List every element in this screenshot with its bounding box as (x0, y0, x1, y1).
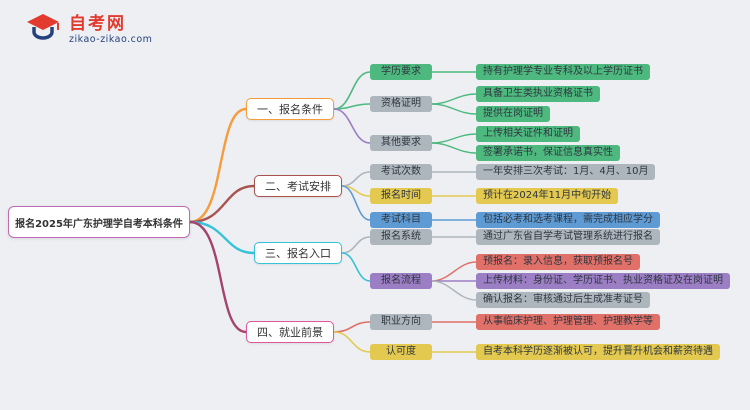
mindmap-leaf: 提供在岗证明 (476, 106, 550, 122)
branch-registration-conditions: 一、报名条件 (246, 98, 334, 120)
connector-line (341, 252, 371, 282)
mindmap-leaf: 预报名：录入信息，获取预报名号 (476, 254, 640, 270)
connector-line (431, 133, 477, 144)
connector-line (188, 220, 256, 255)
sub-registration-system: 报名系统 (370, 229, 432, 245)
site-logo: 自考网 zikao-zikao.com (24, 12, 152, 48)
connector-line (431, 261, 477, 282)
mindmap-leaf: 确认报名：审核通过后生成准考证号 (476, 292, 650, 308)
sub-exam-subjects: 考试科目 (370, 212, 432, 228)
sub-qualification-proof: 资格证明 (370, 96, 432, 112)
connector-line (341, 236, 371, 254)
sub-recognition: 认可度 (370, 344, 432, 360)
branch-career-prospects: 四、就业前景 (246, 321, 334, 343)
mindmap-leaf: 预计在2024年11月中旬开始 (476, 188, 619, 204)
mindmap-leaf: 上传相关证件和证明 (476, 126, 580, 142)
sub-registration-process: 报名流程 (370, 273, 432, 289)
book-shape (32, 27, 54, 40)
mindmap-leaf: 具备卫生类执业资格证书 (476, 86, 600, 102)
sub-education-requirement: 学历要求 (370, 64, 432, 80)
connector-line (188, 107, 248, 224)
mindmap-leaf: 通过广东省自学考试管理系统进行报名 (476, 229, 660, 245)
connector-line (431, 142, 477, 154)
branch-exam-schedule: 二、考试安排 (254, 175, 342, 197)
mindmap-leaf: 持有护理学专业专科及以上学历证书 (476, 64, 650, 80)
mindmap-leaf: 自考本科学历逐渐被认可，提升晋升机会和薪资待遇 (476, 344, 720, 360)
graduation-cap-icon (27, 14, 59, 40)
connector-line (333, 321, 371, 333)
connector-line (333, 103, 371, 110)
mindmap-leaf: 从事临床护理、护理管理、护理教学等 (476, 314, 660, 330)
connector-line (431, 280, 477, 301)
sub-other-requirements: 其他要求 (370, 135, 432, 151)
connector-line (188, 220, 248, 334)
mindmap-root: 报名2025年广东护理学自考本科条件 (8, 206, 190, 238)
connector-line (341, 171, 371, 187)
connector-line (341, 185, 371, 221)
mindmap-leaf: 一年安排三次考试：1月、4月、10月 (476, 164, 656, 180)
site-url: zikao-zikao.com (69, 34, 153, 45)
cap-shape (27, 14, 59, 30)
sub-career-direction: 职业方向 (370, 314, 432, 330)
sub-exam-frequency: 考试次数 (370, 164, 432, 180)
mindmap-leaf: 上传材料：身份证、学历证书、执业资格证及在岗证明 (476, 273, 730, 289)
connector-line (188, 184, 256, 224)
connector-line (333, 108, 371, 144)
sub-registration-time: 报名时间 (370, 188, 432, 204)
logo-text: 自考网 zikao-zikao.com (69, 14, 152, 46)
connector-line (431, 93, 477, 105)
mindmap-leaf: 包括必考和选考课程，需完成相应学分 (476, 212, 660, 228)
connector-line (333, 331, 371, 353)
mindmap-leaf: 签署承诺书，保证信息真实性 (476, 145, 620, 161)
site-name: 自考网 (69, 14, 126, 34)
connector-line (333, 71, 371, 110)
branch-registration-entrance: 三、报名入口 (254, 242, 342, 264)
connector-line (431, 103, 477, 115)
